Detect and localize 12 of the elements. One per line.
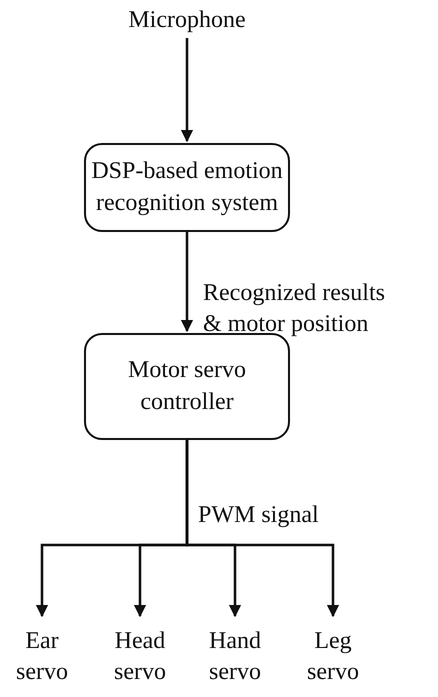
process-box (84, 333, 290, 440)
process-box (84, 143, 290, 232)
node-label: Leg servo (306, 626, 360, 687)
box-label: Motor servo controller (127, 356, 247, 416)
node-label: Head servo (113, 626, 167, 687)
node-label: Hand servo (208, 626, 262, 687)
box-label: DSP-based emotion recognition system (90, 157, 284, 218)
node-label: Ear servo (15, 626, 69, 687)
arrow (180, 232, 194, 332)
arrow (180, 38, 194, 142)
arrow (186, 440, 340, 618)
node-label: Microphone (128, 6, 246, 36)
